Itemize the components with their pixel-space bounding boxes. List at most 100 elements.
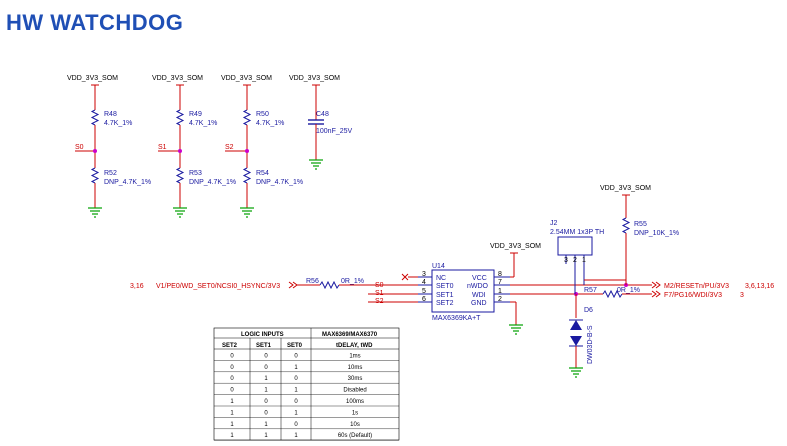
table-cell: 30ms (348, 376, 363, 382)
table-cell: 1 (294, 433, 298, 439)
set-lines: S0 S1 S2 (368, 273, 418, 305)
table-col-header: SET0 (287, 343, 303, 349)
table-cell: 1 (264, 433, 268, 439)
junction-dot (245, 149, 249, 153)
offpage-net-reset: M2/RESETn/PU/3V3 (664, 283, 729, 290)
pin-name: VCC (472, 275, 487, 282)
table-cell: 10s (350, 422, 360, 428)
value-r52: DNP_4.7K_1% (104, 179, 151, 186)
table-col-header: SET2 (222, 343, 238, 349)
resistor-column-s0: VDD_3V3_SOM R48 4.7K_1% S0 R52 DNP_4.7K_… (67, 75, 151, 218)
table-cell: 1 (230, 422, 234, 428)
table-cell: 0 (264, 399, 268, 405)
resistor-r50 (243, 109, 251, 126)
page-title: HW WATCHDOG (6, 10, 184, 35)
connector-j2: J2 2.54MM 1x3P TH 3 2 1 (550, 220, 626, 294)
table-cell: 0 (294, 422, 298, 428)
pin-name: WDI (472, 292, 486, 299)
resistor-r55: VDD_3V3_SOM R55 DNP_10K_1% (600, 185, 679, 285)
table-cell: 1 (294, 410, 298, 416)
logic-table: LOGIC INPUTS MAX6369/MAX6370 SET2 SET1 S… (213, 327, 400, 441)
resistor-column-s2: VDD_3V3_SOM R50 4.7K_1% S2 R54 DNP_4.7K_… (221, 75, 303, 218)
pin-name: GND (471, 300, 487, 307)
diode-d6: D6 DW03D-B-S (568, 294, 594, 378)
j2-pin: 2 (573, 257, 577, 264)
table-cell: 0 (264, 410, 268, 416)
value-r55: DNP_10K_1% (634, 230, 679, 237)
table-cell: 0 (230, 376, 234, 382)
table-cell: 1 (264, 388, 268, 394)
offpage-ref-wdi: 3 (740, 292, 744, 299)
table-cell: 0 (294, 376, 298, 382)
value-r53: DNP_4.7K_1% (189, 179, 236, 186)
ref-r52: R52 (104, 170, 117, 177)
ground-icon (568, 367, 584, 378)
ref-r49: R49 (189, 111, 202, 118)
value-r56: 0R_1% (341, 278, 364, 285)
capacitor-c48: VDD_3V3_SOM C48 100nF_25V (289, 75, 353, 170)
pin-number: 2 (498, 296, 502, 303)
table-part-header: MAX6369/MAX6370 (322, 332, 378, 338)
value-r54: DNP_4.7K_1% (256, 179, 303, 186)
table-cell: 0 (264, 353, 268, 359)
net-s0-label: S0 (75, 144, 84, 151)
table-cell: 1 (294, 388, 298, 394)
pin-number: 3 (422, 271, 426, 278)
table-cell: 1 (294, 365, 298, 371)
ref-r54: R54 (256, 170, 269, 177)
value-j2: 2.54MM 1x3P TH (550, 229, 604, 236)
junction-dot (178, 149, 182, 153)
supply-label: VDD_3V3_SOM (600, 185, 651, 192)
pin-name: nWDO (467, 283, 489, 290)
junction-dot (93, 149, 97, 153)
ground-icon (308, 159, 324, 170)
net-s0-ic: S0 (375, 282, 384, 289)
table-cell: 0 (294, 399, 298, 405)
net-s1-label: S1 (158, 144, 167, 151)
table-cell: 0 (230, 365, 234, 371)
table-cell: Disabled (343, 388, 366, 394)
resistor-column-s1: VDD_3V3_SOM R49 4.7K_1% S1 R53 DNP_4.7K_… (152, 75, 236, 218)
ic-u14: U14 MAX6369KA+T 3 4 5 6 NC SET0 SET1 SET… (418, 263, 510, 322)
table-cell: 60s (Default) (338, 433, 372, 439)
j2-pin: 3 (564, 257, 568, 264)
supply-label: VDD_3V3_SOM (152, 75, 203, 82)
table-cell: 1 (230, 410, 234, 416)
supply-label: VDD_3V3_SOM (289, 75, 340, 82)
supply-label: VDD_3V3_SOM (221, 75, 272, 82)
pin-number: 7 (498, 279, 502, 286)
offpage-net-wdi: F7/PG16/WDI/3V3 (664, 292, 722, 299)
pin-number: 1 (498, 288, 502, 295)
value-r48: 4.7K_1% (104, 120, 132, 127)
table-cell: 1ms (349, 353, 360, 359)
ic-supply: VDD_3V3_SOM (490, 243, 541, 335)
table-cell: 0 (230, 388, 234, 394)
ic-part: MAX6369KA+T (432, 315, 481, 322)
supply-label: VDD_3V3_SOM (490, 243, 541, 250)
pin-name: NC (436, 275, 446, 282)
table-group-header: LOGIC INPUTS (241, 332, 284, 338)
resistor-r48 (91, 109, 99, 126)
pin-name: SET0 (436, 283, 454, 290)
value-d6: DW03D-B-S (587, 325, 594, 364)
offpage-ref-reset: 3,6,13,16 (745, 283, 774, 290)
ground-icon (239, 207, 255, 218)
supply-label: VDD_3V3_SOM (67, 75, 118, 82)
table-col-header: SET1 (256, 343, 272, 349)
ref-r50: R50 (256, 111, 269, 118)
table-col-header: tDELAY, tWD (336, 343, 373, 349)
ref-r57: R57 (584, 287, 597, 294)
table-cell: 1 (264, 376, 268, 382)
table-cell: 10ms (348, 365, 363, 371)
pin-name: SET1 (436, 292, 454, 299)
resistor-r53 (176, 167, 184, 184)
value-r50: 4.7K_1% (256, 120, 284, 127)
table-cell: 1s (352, 410, 358, 416)
ref-j2: J2 (550, 220, 558, 227)
input-net-wd-set0: 3,16 V1/PE0/WD_SET0/NCSI0_HSYNC/3V3 R56 … (130, 278, 418, 290)
ref-r53: R53 (189, 170, 202, 177)
pin-number: 6 (422, 296, 426, 303)
offpage-net-left: V1/PE0/WD_SET0/NCSI0_HSYNC/3V3 (156, 283, 280, 290)
